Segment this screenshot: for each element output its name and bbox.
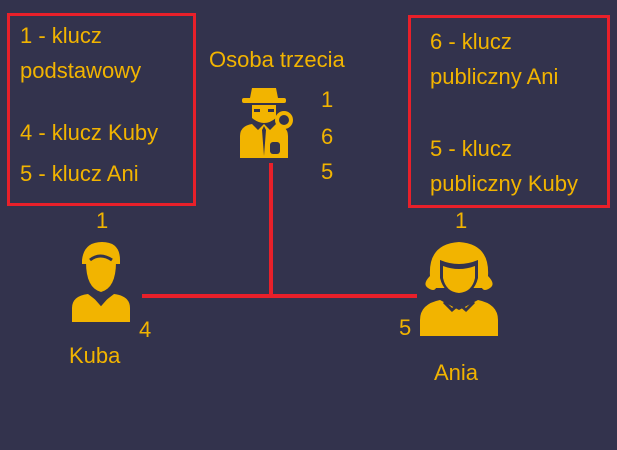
vertical-connector	[269, 163, 273, 297]
left-legend-box	[7, 13, 196, 206]
right-legend-line-4: publiczny Kuby	[430, 171, 578, 196]
kuba-label: Kuba	[69, 343, 121, 368]
third-party-key-1: 1	[321, 87, 334, 112]
woman-icon	[420, 242, 498, 336]
right-legend-box	[408, 15, 610, 208]
right-legend-line-2: publiczny Ani	[430, 64, 559, 89]
third-party-key-2: 6	[321, 124, 334, 149]
ania-key-top: 1	[455, 208, 468, 233]
horizontal-connector	[142, 294, 417, 298]
left-legend-line-1: 1 - klucz	[20, 23, 102, 48]
spy-icon	[240, 88, 293, 158]
kuba-key-top: 1	[96, 208, 109, 233]
third-party-label: Osoba trzecia	[209, 47, 345, 72]
right-legend-line-3: 5 - klucz	[430, 136, 512, 161]
left-legend-line-4: 5 - klucz Ani	[20, 161, 139, 186]
ania-label: Ania	[434, 360, 479, 385]
ania-key-side: 5	[399, 315, 412, 340]
left-legend-line-2: podstawowy	[20, 58, 142, 83]
right-legend-line-1: 6 - klucz	[430, 29, 512, 54]
third-party-key-3: 5	[321, 159, 334, 184]
man-icon	[72, 242, 130, 322]
kuba-key-side: 4	[139, 317, 152, 342]
left-legend-line-3: 4 - klucz Kuby	[20, 120, 159, 145]
